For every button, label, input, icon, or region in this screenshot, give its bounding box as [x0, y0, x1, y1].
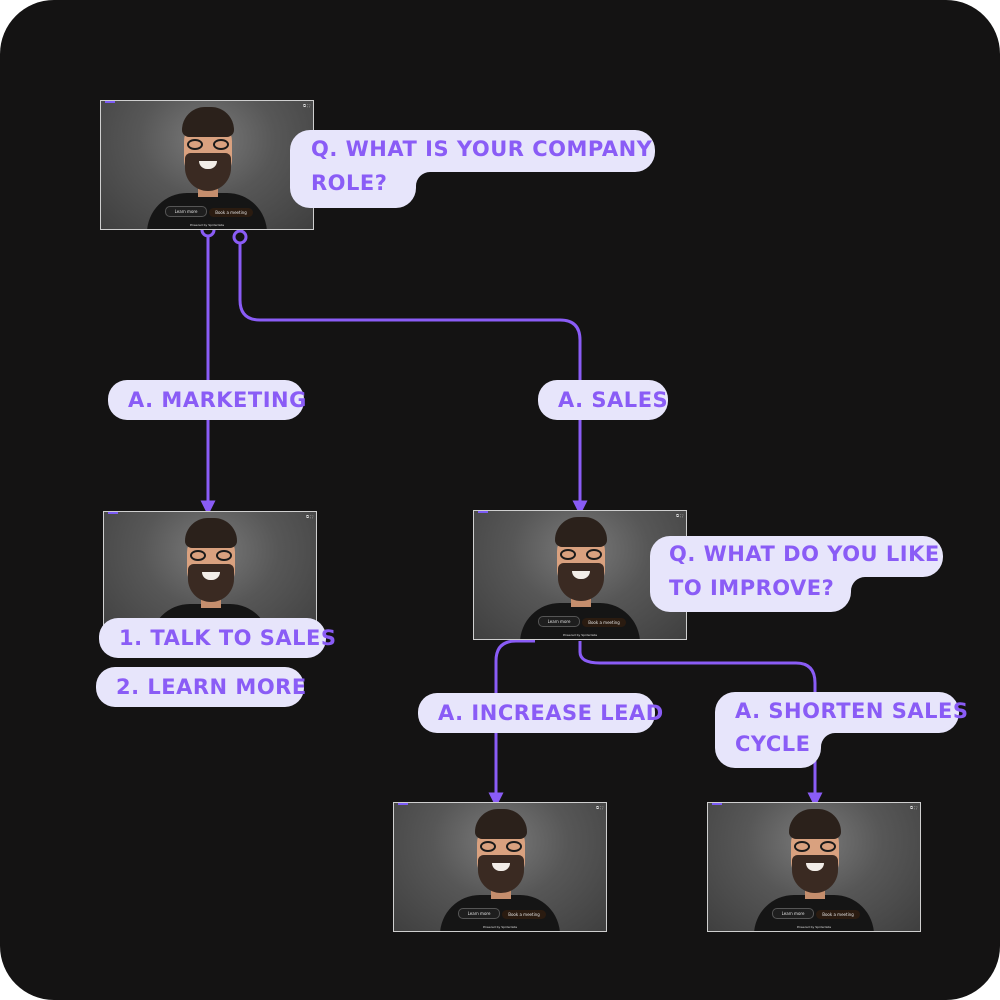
powered-by-caption: Powered by Spiderlabs [482, 925, 518, 929]
answer-bubble-shorten[interactable] [715, 692, 959, 768]
question-role-line1: Q. WHAT IS YOUR COMPANY [311, 137, 653, 161]
action-learn-more[interactable]: 2. LEARN MORE [96, 667, 306, 707]
learn-more-button[interactable]: Learn more [538, 616, 580, 627]
learn-more-button[interactable]: Learn more [772, 908, 814, 919]
answer-shorten-line1: A. SHORTEN SALES [735, 699, 969, 723]
powered-by-caption: Powered by Spiderlabs [796, 925, 832, 929]
question-improve-line2: TO IMPROVE? [669, 576, 835, 600]
node-tag [105, 101, 115, 103]
book-meeting-button[interactable]: Book a meeting [502, 910, 546, 919]
node-tag [398, 803, 408, 805]
answer-shorten-line2: CYCLE [735, 732, 811, 756]
node-tag [108, 512, 118, 514]
video-controls-icon[interactable]: ⧉ ⛶ [306, 514, 313, 519]
book-meeting-button[interactable]: Book a meeting [582, 618, 626, 627]
book-meeting-button[interactable]: Book a meeting [816, 910, 860, 919]
video-controls-icon[interactable]: ⧉ ⛶ [596, 805, 603, 810]
question-bubble-role [290, 130, 655, 208]
learn-more-button[interactable]: Learn more [165, 206, 207, 217]
presenter-image [749, 803, 879, 931]
action-talk-to-sales[interactable]: 1. TALK TO SALES [99, 618, 336, 658]
node-tag [712, 803, 722, 805]
answer-increase-lead[interactable]: A. INCREASE LEAD [418, 693, 663, 733]
answer-marketing[interactable]: A. MARKETING [108, 380, 306, 420]
port-sales[interactable] [232, 229, 248, 245]
book-meeting-button[interactable]: Book a meeting [209, 208, 253, 217]
video-controls-icon[interactable]: ⧉ ⛶ [676, 513, 683, 518]
question-bubble-improve [650, 536, 943, 612]
answer-sales[interactable]: A. SALES [538, 380, 668, 420]
video-node-shorten[interactable]: ⧉ ⛶ Learn more Book a meeting Powered by… [707, 802, 921, 932]
node-tag [478, 511, 488, 513]
connector-sales [238, 243, 588, 516]
question-improve-line1: Q. WHAT DO YOU LIKE [669, 542, 940, 566]
powered-by-caption: Powered by Spiderlabs [562, 633, 598, 637]
video-node-role[interactable]: ⧉ ⛶ Learn more Book a meeting Powered by… [100, 100, 314, 230]
connector-increase-lead [488, 639, 535, 808]
connector-shorten [578, 641, 823, 808]
question-role-line2: ROLE? [311, 171, 388, 195]
video-controls-icon[interactable]: ⧉ ⛶ [303, 103, 310, 108]
video-controls-icon[interactable]: ⧉ ⛶ [910, 805, 917, 810]
powered-by-caption: Powered by Spiderlabs [189, 223, 225, 227]
learn-more-button[interactable]: Learn more [458, 908, 500, 919]
video-node-increase-lead[interactable]: ⧉ ⛶ Learn more Book a meeting Powered by… [393, 802, 607, 932]
